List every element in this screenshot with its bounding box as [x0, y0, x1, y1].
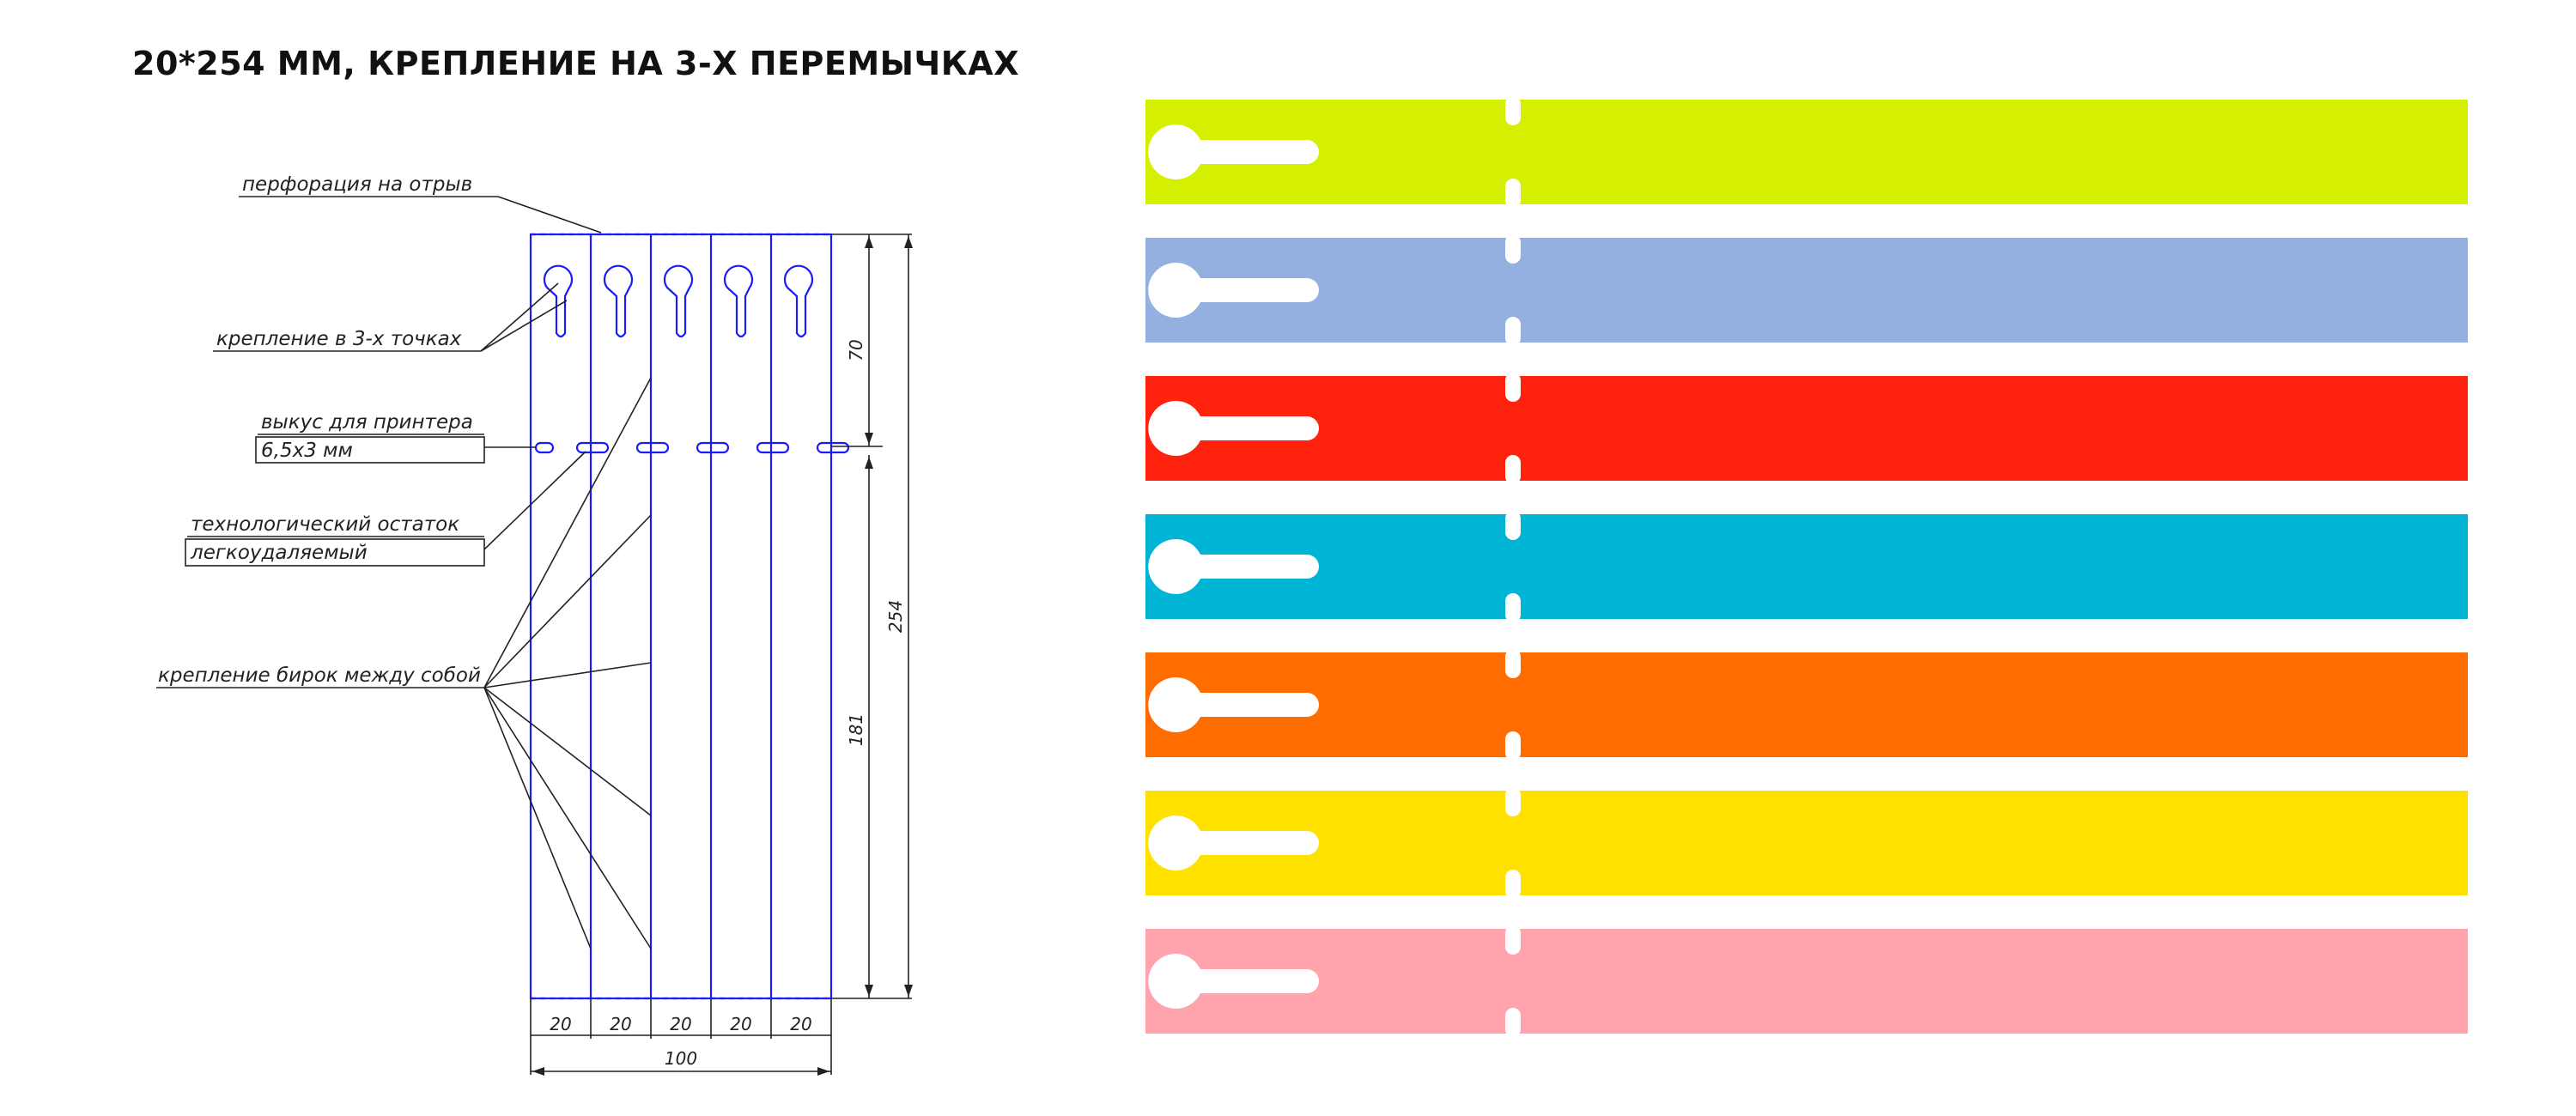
keyhole-slot	[1148, 539, 1319, 594]
dim-width: 20	[730, 1014, 751, 1034]
dim-bottom: 181	[846, 713, 866, 746]
between-tags-label: крепление бирок между собой	[158, 664, 481, 687]
tag-strip	[1145, 649, 2468, 761]
keyhole-slot	[1148, 263, 1319, 318]
residue-sub-label: легкоудаляемый	[190, 542, 368, 564]
keyhole-slot	[1148, 676, 1319, 733]
keyhole-slot	[1148, 954, 1319, 1009]
perforation-notch	[1505, 649, 1521, 678]
tag-strip	[1145, 787, 2468, 899]
dim-width: 20	[550, 1014, 571, 1034]
tag-strip	[1145, 373, 2468, 484]
perforation-notch	[1505, 234, 1521, 264]
perforation-notch	[1505, 787, 1521, 816]
tag-strip	[1145, 96, 2468, 208]
perforation-notch	[1505, 455, 1521, 484]
perforation-notch	[1505, 179, 1521, 208]
printer-notch-label: выкус для принтера	[261, 411, 473, 434]
perforation-notch	[1505, 593, 1521, 622]
perforation-notch	[1505, 731, 1521, 761]
dim-sum: 100	[665, 1048, 697, 1069]
dim-width: 20	[670, 1014, 691, 1034]
tag-strip	[1145, 511, 2468, 622]
perforation-notch	[1505, 373, 1521, 402]
perforation-label: перфорация на отрыв	[242, 173, 472, 196]
perforation-notch	[1505, 1008, 1521, 1037]
residue-label: технологический остаток	[191, 513, 459, 536]
dim-width: 20	[790, 1014, 811, 1034]
attach-three-points-label: крепление в 3-х точках	[216, 328, 462, 350]
tag-strip	[1145, 925, 2468, 1037]
perforation-notch	[1505, 96, 1521, 125]
perforation-notch	[1505, 925, 1521, 955]
keyhole-slot	[1148, 401, 1319, 457]
tag-strip	[1145, 234, 2468, 346]
page-title: 20*254 ММ, КРЕПЛЕНИЕ НА 3-Х ПЕРЕМЫЧКАХ	[132, 45, 1019, 82]
technical-drawing: перфорация на отрыв крепление в 3-х точк…	[156, 173, 913, 1076]
printer-notch-size-label: 6,5х3 мм	[261, 440, 353, 462]
perforation-notch	[1505, 511, 1521, 540]
perforation-notch	[1505, 870, 1521, 899]
dim-width: 20	[610, 1014, 631, 1034]
perforation-notch	[1505, 317, 1521, 346]
keyhole-slot	[1148, 816, 1319, 870]
dim-top: 70	[846, 339, 866, 361]
dim-total: 254	[885, 600, 906, 633]
keyhole-slot	[1148, 124, 1319, 179]
